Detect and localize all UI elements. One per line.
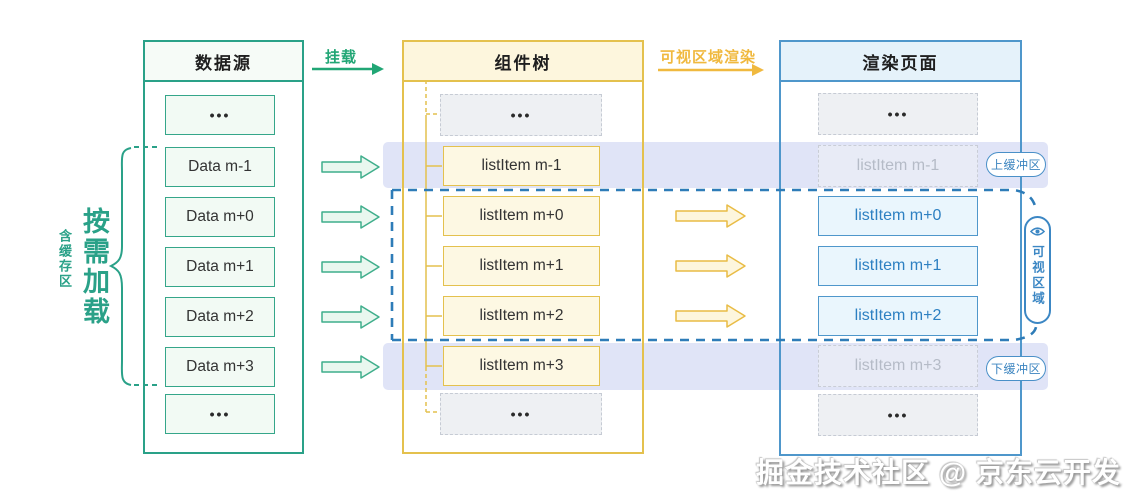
render-page-title: 渲染页面 [781,42,1020,82]
render-item-ellipsis-top: ••• [818,93,978,135]
render-item: listItem m+0 [818,196,978,236]
viewport-render-label: 可视区域渲染 [660,49,757,66]
tree-item: listItem m+3 [443,346,600,386]
data-item: Data m-1 [165,147,275,187]
data-item-ellipsis-top: ••• [165,95,275,135]
tree-item-ellipsis-top: ••• [440,94,602,136]
visible-area-label: 可视区域 [1030,245,1044,307]
tree-item: listItem m+2 [443,296,600,336]
watermark: 掘金技术社区 @ 京东云开发者 [756,457,1121,488]
tree-to-page-arrows [675,204,746,328]
eye-icon [1029,224,1046,242]
data-item: Data m+0 [165,197,275,237]
data-item: Data m+2 [165,297,275,337]
render-item-ellipsis-bottom: ••• [818,394,978,436]
render-page-panel: 渲染页面 [779,40,1022,456]
visible-area-badge: 可视区域 [1024,216,1051,324]
load-on-demand-label: 按需加载 [79,207,109,327]
mount-label: 挂载 [325,49,358,66]
data-item: Data m+1 [165,247,275,287]
data-to-tree-arrows [321,155,380,379]
data-source-panel: 数据源 [143,40,304,454]
with-cache-label: 含缓存区 [57,229,72,289]
tree-item: listItem m+0 [443,196,600,236]
data-item: Data m+3 [165,347,275,387]
data-item-ellipsis-bottom: ••• [165,394,275,434]
tree-item-ellipsis-bottom: ••• [440,393,602,435]
lower-buffer-badge: 下缓冲区 [986,356,1046,381]
render-item: listItem m+2 [818,296,978,336]
render-item-buffered: listItem m+3 [818,345,978,387]
tree-item: listItem m-1 [443,146,600,186]
data-source-title: 数据源 [145,42,302,82]
component-tree-title: 组件树 [404,42,642,82]
render-item-buffered: listItem m-1 [818,145,978,187]
upper-buffer-badge: 上缓冲区 [986,152,1046,177]
tree-item: listItem m+1 [443,246,600,286]
component-tree-panel: 组件树 [402,40,644,454]
render-item: listItem m+1 [818,246,978,286]
